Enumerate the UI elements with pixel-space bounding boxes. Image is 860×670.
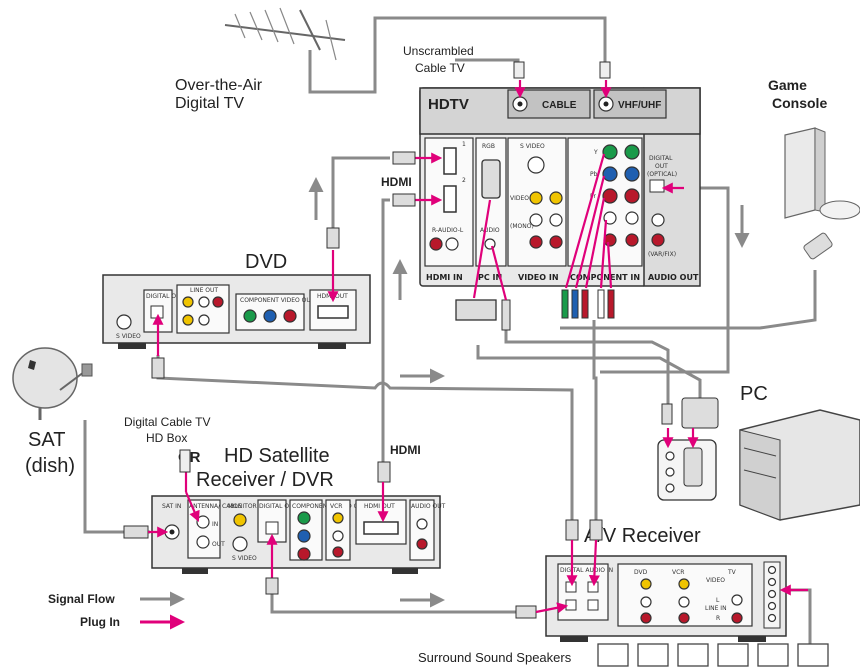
dcbox-label-2: HD Box	[146, 431, 187, 445]
pb-label: Pb	[590, 171, 598, 178]
dvd-panel: S VIDEO DIGITAL OUT LINE OUT COMPONENT V…	[102, 274, 371, 349]
cable-tv-label-1: Unscrambled	[403, 44, 474, 58]
av-label: A/V Receiver	[584, 525, 701, 547]
av-l-label: L	[716, 597, 720, 604]
av-vcr-label: VCR	[672, 569, 684, 576]
rx-vcr-label: VCR	[330, 503, 342, 510]
av-line-in-label: LINE IN	[705, 605, 727, 612]
rx-digital-label: DIGITAL OUT	[259, 503, 297, 510]
dvd-label: DVD	[245, 251, 287, 273]
antenna-icon	[224, 7, 346, 61]
av-digital-label: DIGITAL AUDIO IN	[560, 567, 613, 574]
hdmi-in-label: HDMI IN	[426, 273, 463, 282]
av-tv-label: TV	[727, 569, 737, 576]
receiver-label-2: Receiver / DVR	[196, 469, 334, 491]
digital-out-label-2: OUT	[655, 163, 668, 170]
pc-ports	[657, 439, 717, 501]
rx-out-label: OUT	[212, 541, 225, 548]
plug-in-label: Plug In	[80, 615, 120, 629]
dvd-component-label: COMPONENT VIDEO OUT	[240, 297, 315, 304]
pr-label: Pr	[590, 193, 597, 200]
rx-monitor-label: MONITOR OUT	[228, 503, 272, 510]
pc-label: PC	[740, 383, 768, 405]
dcbox-label-1: Digital Cable TV	[124, 415, 210, 429]
av-r-label: R	[716, 615, 720, 622]
ota-label-2: Digital TV	[175, 95, 244, 112]
hdtv-title: HDTV	[428, 96, 469, 113]
cable-jack-label: CABLE	[542, 100, 577, 111]
video-jack-label: VIDEO	[510, 195, 529, 202]
mono-label: (MONO)	[510, 223, 534, 230]
hdtv-hdmi-1: 1	[462, 141, 466, 148]
sat-label-2: (dish)	[25, 455, 75, 477]
pc-in-label: PC IN	[478, 273, 502, 282]
signal-flow-label: Signal Flow	[48, 592, 115, 606]
hdtv-plugs	[455, 289, 615, 331]
r-audio-l-label: R-AUDIO-L	[432, 227, 464, 234]
digital-out-label-3: (OPTICAL)	[647, 171, 677, 178]
audio-out-label: AUDIO OUT	[648, 273, 699, 282]
rx-hdmi-label: HDMI OUT	[364, 503, 395, 510]
dvd-svideo-label: S VIDEO	[116, 333, 141, 340]
rx-audio-label: AUDIO OUT	[411, 503, 446, 510]
hdtv-panel: HDTV CABLE VHF/UHF 1 2 R-AUDIO-L HDMI IN…	[419, 87, 701, 287]
rx-sat-in-label: SAT IN	[162, 503, 181, 510]
rx-antenna-label: ANTENNA/ CABLE	[189, 503, 242, 510]
cable-tv-label-2: Cable TV	[415, 61, 465, 75]
game-console-icon	[784, 127, 860, 260]
speaker-icon	[597, 643, 829, 667]
av-panel: DIGITAL AUDIO IN DVD VCR TV VIDEO L LINE…	[545, 555, 787, 642]
rx-svideo-label: S VIDEO	[232, 555, 257, 562]
ota-label-1: Over-the-Air	[175, 77, 263, 94]
hdmi-label-bottom: HDMI	[390, 443, 421, 457]
vhf-jack-label: VHF/UHF	[618, 100, 661, 111]
plug-lines-hdtv	[415, 80, 684, 301]
svideo-label: S VIDEO	[520, 143, 545, 150]
digital-out-label-1: DIGITAL	[649, 155, 673, 162]
hdmi-label-top: HDMI	[381, 175, 412, 189]
video-in-label: VIDEO IN	[518, 273, 559, 282]
dvd-line-out-label: LINE OUT	[190, 287, 218, 294]
receiver-panel: SAT IN ANTENNA/ CABLE IN OUT MONITOR OUT…	[151, 495, 446, 574]
speakers-label: Surround Sound Speakers	[418, 650, 572, 665]
rgb-label: RGB	[482, 143, 495, 150]
av-dvd-label: DVD	[634, 569, 648, 576]
satellite-dish-icon	[12, 347, 93, 420]
av-video-label: VIDEO	[706, 577, 725, 584]
component-in-label: COMPONENT IN	[570, 273, 640, 282]
cables	[83, 16, 817, 648]
receiver-label-1: HD Satellite	[224, 445, 330, 467]
sat-label-1: SAT	[28, 429, 65, 451]
audio-label: AUDIO	[480, 227, 500, 234]
var-fix-label: (VAR/FIX)	[648, 251, 676, 258]
rx-in-label: IN	[212, 521, 218, 528]
game-label-1: Game	[768, 77, 807, 93]
dvd-digital-label: DIGITAL OUT	[146, 293, 184, 300]
pc-tower-icon	[739, 409, 860, 521]
hdtv-hdmi-2: 2	[462, 177, 466, 184]
y-label: Y	[593, 149, 598, 156]
game-label-2: Console	[772, 95, 827, 111]
